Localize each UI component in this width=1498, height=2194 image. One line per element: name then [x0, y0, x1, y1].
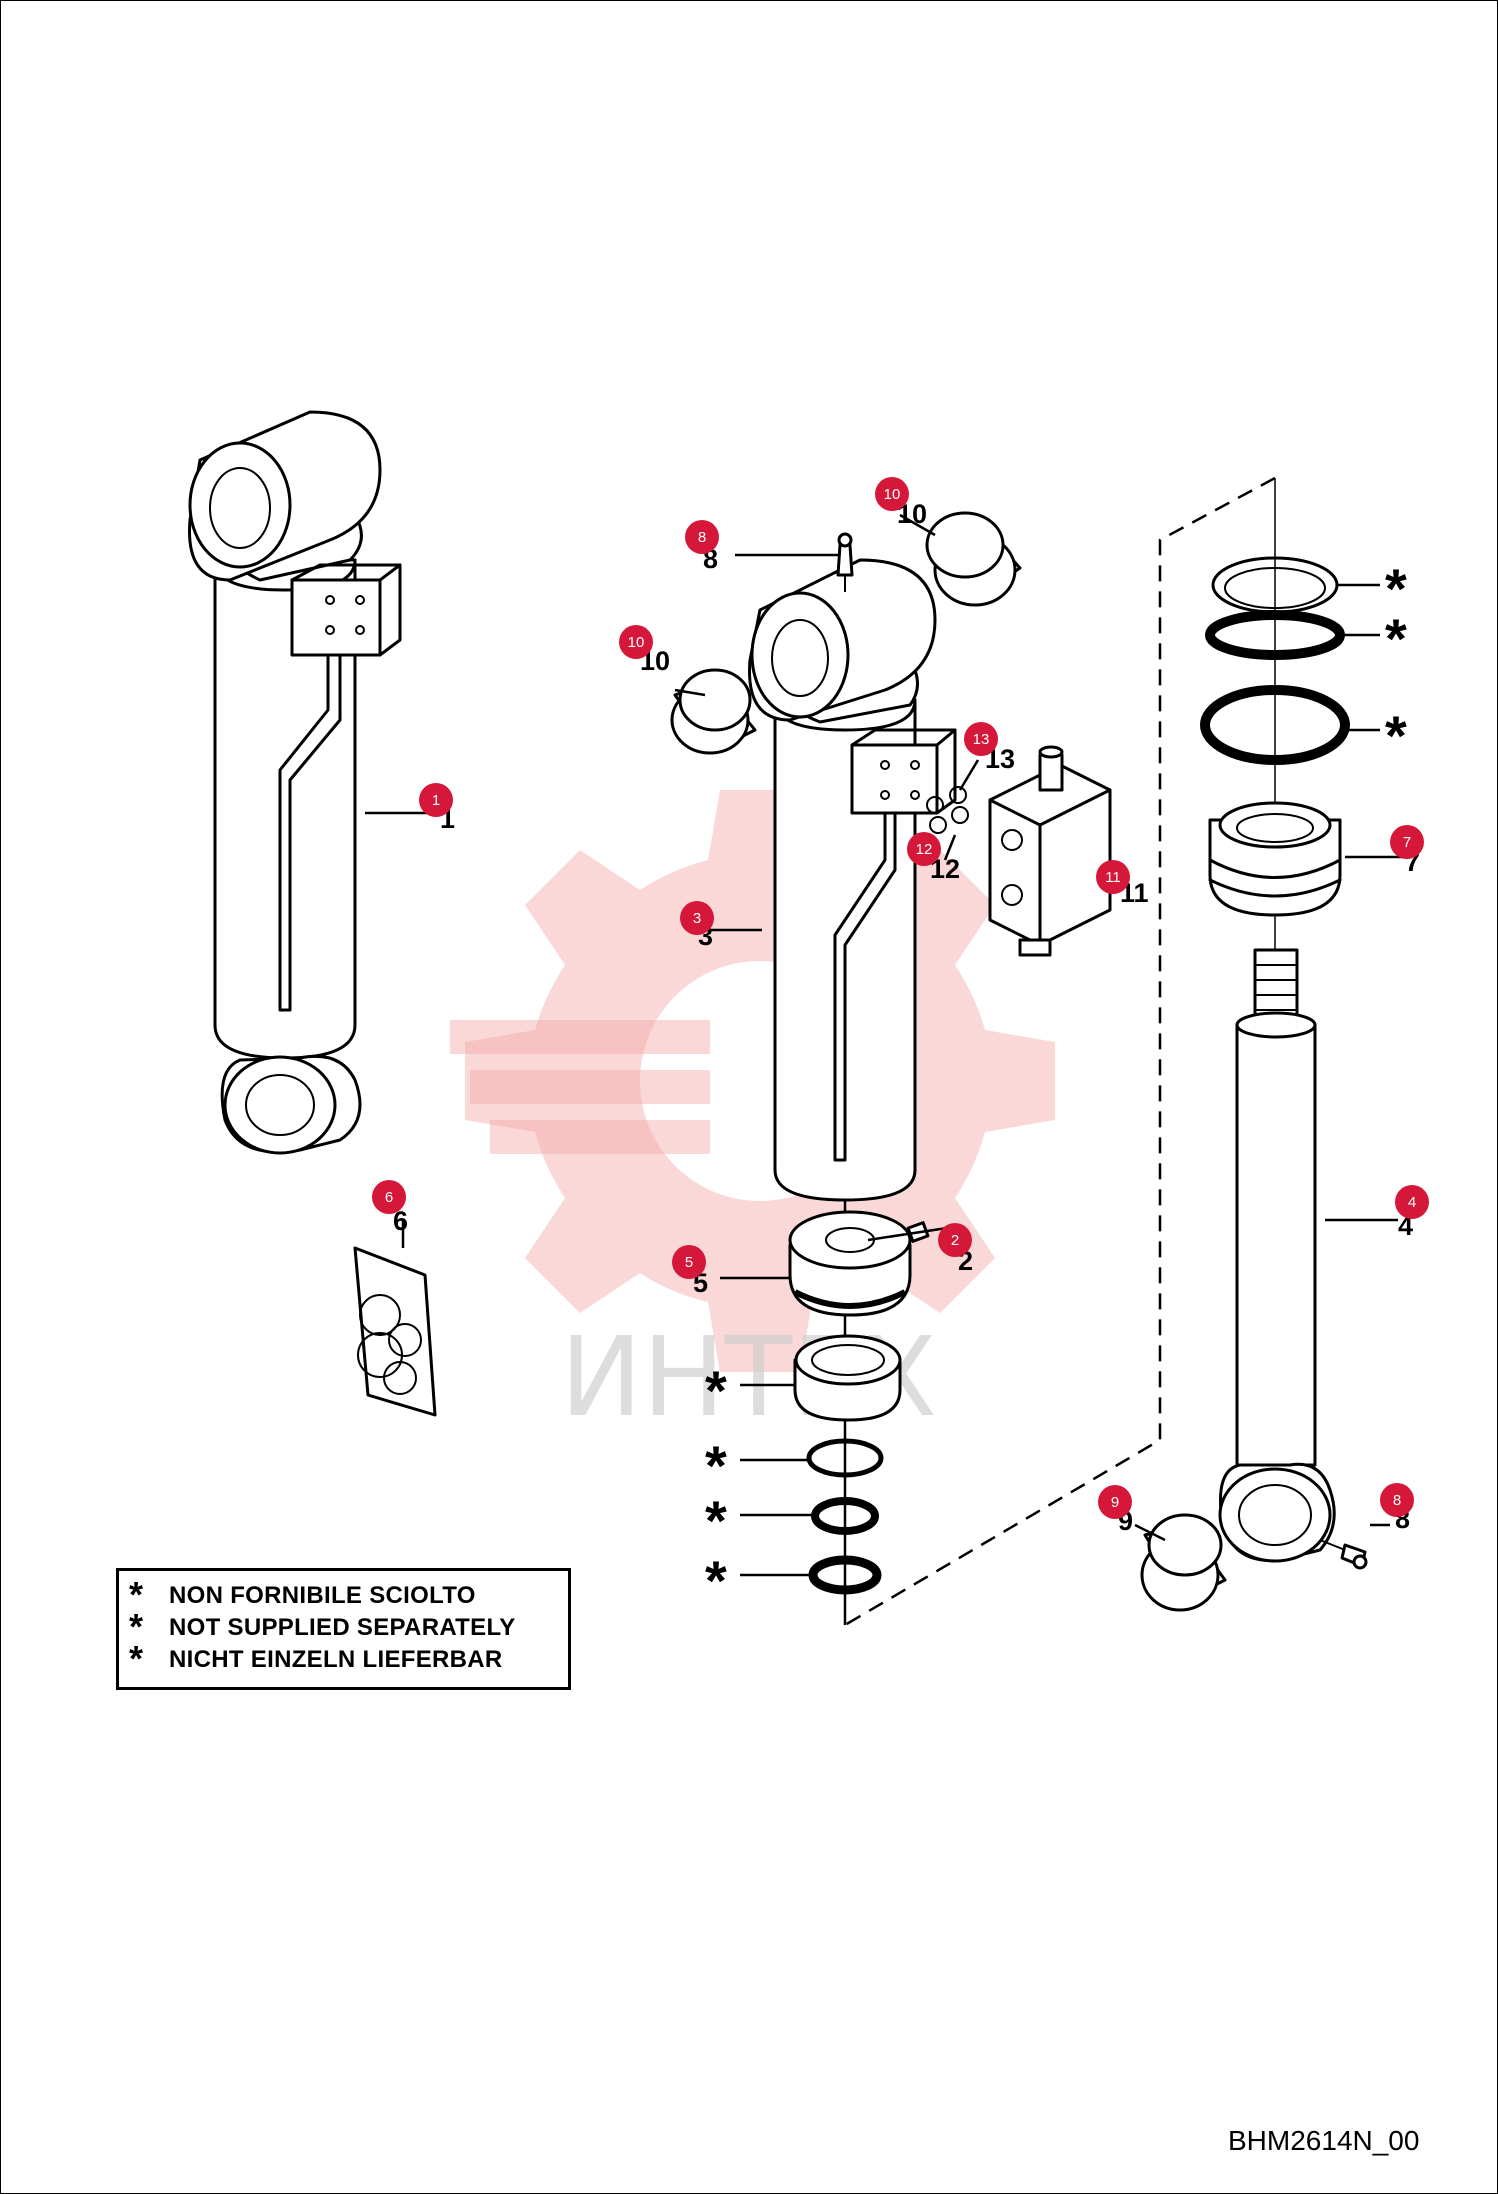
callout-9-badge: 9 [1111, 1494, 1119, 1511]
callout-8-bottom-badge: 8 [1393, 1492, 1401, 1509]
callout-11-badge: 11 [1105, 869, 1121, 886]
callout-5-badge: 5 [685, 1254, 693, 1271]
callout-4-badge: 4 [1408, 1194, 1416, 1211]
part-10-bushing-top [925, 511, 1022, 607]
drawing-code: BHM2614N_00 [1228, 2125, 1420, 2156]
asterisk-marker: * [705, 1489, 727, 1552]
part-7-piston [1208, 801, 1342, 917]
asterisk-marker: * [705, 1434, 727, 1497]
callout-10-top[interactable]: 10 10 [875, 477, 927, 529]
legend-asterisk: * [129, 1606, 144, 1647]
legend-asterisk: * [129, 1638, 144, 1679]
asterisk-marker: * [1385, 704, 1407, 767]
asterisk-marker: * [1385, 607, 1407, 670]
callout-7[interactable]: 7 7 [1390, 825, 1424, 877]
callout-4[interactable]: 4 4 [1395, 1185, 1429, 1241]
legend-asterisk: * [129, 1574, 144, 1615]
callout-13-badge: 13 [973, 731, 990, 748]
callout-1[interactable]: 1 1 [419, 783, 455, 834]
watermark-gear-logo: ИНТЕХ [450, 790, 1055, 1441]
callout-7-badge: 7 [1403, 834, 1411, 851]
part-5-cylinder-head [788, 1210, 912, 1317]
callout-5[interactable]: 5 5 [672, 1245, 708, 1298]
callout-1-badge: 1 [432, 792, 440, 809]
callout-6-badge: 6 [385, 1189, 393, 1206]
callout-3-badge: 3 [693, 910, 701, 927]
legend-row-it: * NON FORNIBILE SCIOLTO [119, 1575, 568, 1615]
callout-6-number: 6 [393, 1206, 408, 1236]
callout-10-left-badge: 10 [628, 634, 645, 651]
callout-8-top[interactable]: 8 8 [685, 520, 719, 574]
callout-11[interactable]: 11 11 [1096, 860, 1149, 908]
callout-3[interactable]: 3 3 [680, 901, 714, 951]
asterisk-marker: * [705, 1549, 727, 1612]
callout-2[interactable]: 2 2 [938, 1223, 973, 1276]
leader-lines [365, 513, 1405, 1577]
callout-9[interactable]: 9 9 [1098, 1485, 1133, 1536]
legend-text-it: NON FORNIBILE SCIOLTO [169, 1582, 476, 1609]
assembly-guide-dashed [844, 476, 1276, 1627]
legend-row-de: * NICHT EINZELN LIEFERBAR [119, 1639, 568, 1679]
callout-8-bottom[interactable]: 8 8 [1380, 1483, 1414, 1534]
part-3-cylinder-barrel [748, 532, 957, 1625]
legend-text-de: NICHT EINZELN LIEFERBAR [169, 1646, 503, 1673]
callout-6[interactable]: 6 6 [372, 1180, 408, 1236]
callout-12[interactable]: 12 12 [907, 832, 960, 884]
part-10-bushing-left [670, 668, 757, 755]
part-1-assembled-cylinder [188, 410, 402, 1155]
legend-text-en: NOT SUPPLIED SEPARATELY [169, 1614, 516, 1641]
part-4-piston-rod [1218, 948, 1336, 1563]
asterisk-marker: * [705, 1359, 727, 1422]
legend-box: * NON FORNIBILE SCIOLTO * NOT SUPPLIED S… [116, 1568, 571, 1690]
callout-8-top-badge: 8 [698, 529, 706, 546]
part-12-13-orings [926, 786, 969, 834]
part-8-grease-nipple-rod [1319, 1539, 1368, 1570]
callout-12-badge: 12 [916, 841, 933, 858]
legend-row-en: * NOT SUPPLIED SEPARATELY [119, 1607, 568, 1647]
part-6-seal-kit-bag [353, 1246, 437, 1417]
callout-10-left[interactable]: 10 10 [619, 625, 670, 676]
asterisk-marker: * [1385, 557, 1407, 620]
part-9-bushing [1140, 1513, 1227, 1612]
seal-stack-center [793, 1334, 902, 1595]
callout-2-badge: 2 [951, 1232, 959, 1249]
callout-10-top-badge: 10 [884, 486, 901, 503]
callout-13[interactable]: 13 13 [964, 722, 1015, 774]
seal-stack-right [1200, 478, 1350, 960]
part-11-valve-block [988, 745, 1112, 957]
